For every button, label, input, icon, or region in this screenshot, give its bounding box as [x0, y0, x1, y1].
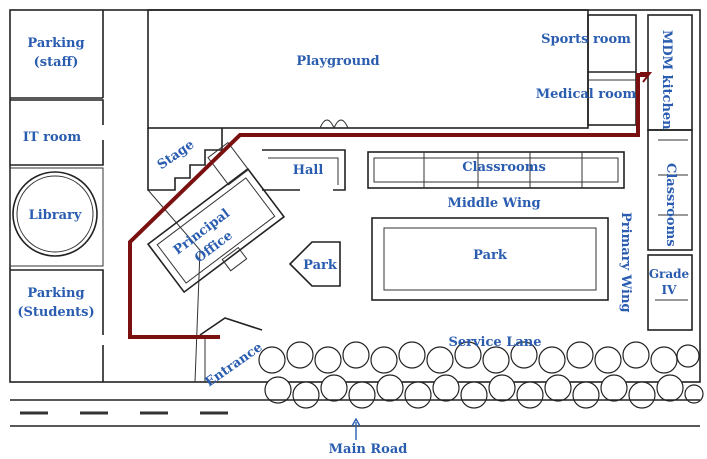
grade-iv-label: Grade: [649, 267, 690, 281]
main-road-label: Main Road: [329, 442, 408, 457]
mdm-kitchen-label: MDM kitchen: [659, 30, 674, 130]
parking-students-area: [10, 269, 104, 382]
park-main-label: Park: [473, 248, 508, 263]
middle-wing-building: [367, 151, 625, 189]
classrooms-middle-label: Classrooms: [462, 160, 546, 175]
left-lane: [147, 10, 201, 383]
stage-building: [147, 128, 223, 191]
park-small-label: Park: [303, 258, 338, 273]
main-road-arrow-icon: [351, 417, 361, 440]
tree-row: [258, 341, 704, 409]
hall-building: [262, 149, 346, 191]
playground-label: Playground: [296, 54, 379, 69]
stage-label: Stage: [155, 137, 197, 173]
main-road: [10, 399, 700, 427]
parking-students-label: Parking: [27, 286, 84, 301]
grade-iv-sublabel: IV: [662, 283, 678, 297]
middle-wing-label: Middle Wing: [447, 196, 540, 211]
principal-office-building: [146, 141, 286, 294]
playground-area: [147, 9, 589, 129]
main-park-shape: [371, 217, 609, 301]
sports-medical-building: [587, 14, 637, 126]
parking-staff-sublabel: (staff): [34, 55, 79, 70]
it-room-building: [10, 99, 104, 166]
primary-wing-label: Primary Wing: [618, 212, 633, 313]
route-path-line: [128, 72, 653, 339]
it-room-label: IT room: [23, 130, 81, 145]
library-building: [9, 167, 104, 267]
sports-room-label: Sports room: [541, 32, 631, 47]
entrance-gate: [199, 317, 263, 382]
parking-staff-area: [10, 10, 104, 99]
library-label: Library: [29, 208, 82, 223]
service-lane-label: Service Lane: [449, 335, 542, 350]
parking-staff-label: Parking: [27, 36, 84, 51]
small-park-shape: [288, 241, 341, 287]
hall-label: Hall: [293, 163, 324, 178]
parking-students-sublabel: (Students): [17, 305, 94, 320]
medical-room-label: Medical room: [536, 87, 637, 102]
classrooms-right-label: Classrooms: [663, 163, 678, 247]
